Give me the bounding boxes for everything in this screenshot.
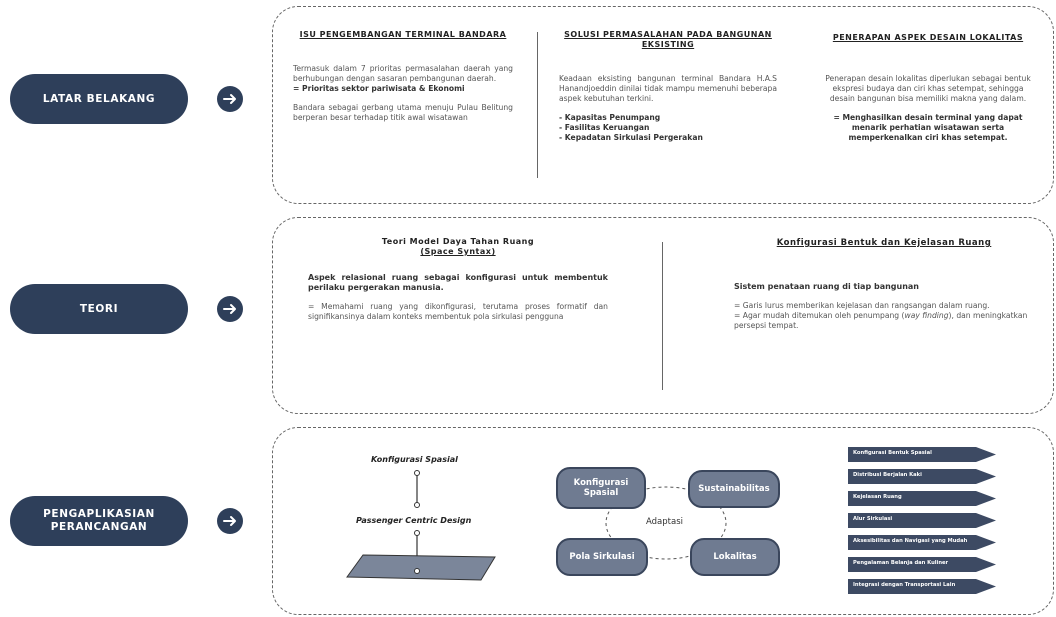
divider — [662, 242, 663, 390]
arrow-item: Aksesibilitas dan Navigasi yang Mudah — [848, 535, 998, 550]
space-syntax-subtitle: (Space Syntax) — [420, 247, 496, 256]
space-syntax-text: = Memahami ruang yang dikonfigurasi, ter… — [308, 302, 608, 321]
konfigurasi-text-2: = Agar mudah ditemukan oleh penumpang (w… — [734, 311, 1028, 330]
solusi-column: SOLUSI PERMASALAHAN PADA BANGUNAN EKSIST… — [559, 30, 777, 143]
solusi-text: Keadaan eksisting bangunan terminal Band… — [559, 74, 777, 103]
row-label-teori: TEORI — [10, 284, 188, 334]
lokalitas-column: PENERAPAN ASPEK DESAIN LOKALITAS Penerap… — [822, 33, 1034, 143]
isu-title: ISU PENGEMBANGAN TERMINAL BANDARA — [299, 30, 507, 39]
arrow-item: Pengalaman Belanja dan Kuliner — [848, 557, 998, 572]
isu-text-2: Bandara sebagai gerbang utama menuju Pul… — [293, 103, 513, 122]
solusi-title: SOLUSI PERMASALAHAN PADA BANGUNAN EKSIST… — [564, 30, 772, 49]
solusi-item: - Kepadatan Sirkulasi Pergerakan — [559, 133, 703, 142]
cycle-node-lokalitas: Lokalitas — [690, 538, 780, 576]
arrow-item-label: Integrasi dengan Transportasi Lain — [853, 582, 956, 588]
teori-panel — [272, 217, 1054, 414]
isu-text: Termasuk dalam 7 prioritas permasalahan … — [293, 64, 513, 83]
cycle-node-konfigurasi: Konfigurasi Spasial — [556, 467, 646, 509]
arrow-right-circle-icon — [217, 296, 243, 322]
arrow-right-circle-icon — [217, 86, 243, 112]
arrow-item: Integrasi dengan Transportasi Lain — [848, 579, 998, 594]
solusi-item: - Fasilitas Keruangan — [559, 123, 650, 132]
adaptasi-label: Adaptasi — [646, 517, 683, 527]
pengaplikasian-panel — [272, 427, 1054, 615]
space-syntax-bold: Aspek relasional ruang sebagai konfigura… — [308, 273, 608, 292]
isu-bold: = Prioritas sektor pariwisata & Ekonomi — [293, 84, 465, 93]
space-syntax-column: Teori Model Daya Tahan Ruang (Space Synt… — [308, 237, 608, 322]
lokalitas-text: Penerapan desain lokalitas diperlukan se… — [825, 74, 1031, 103]
arrow-item-label: Alur Sirkulasi — [853, 516, 893, 522]
isu-column: ISU PENGEMBANGAN TERMINAL BANDARA Termas… — [293, 30, 513, 123]
latar-belakang-panel — [272, 6, 1054, 204]
arrow-item: Konfigurasi Bentuk Spasial — [848, 447, 998, 462]
solusi-item: - Kapasitas Penumpang — [559, 113, 661, 122]
cycle-node-pola-sirkulasi: Pola Sirkulasi — [556, 538, 648, 576]
arrow-item: Distribusi Berjalan Kaki — [848, 469, 998, 484]
stack-label-mid: Passenger Centric Design — [356, 516, 472, 525]
arrow-item: Kejelasan Ruang — [848, 491, 998, 506]
divider — [537, 32, 538, 178]
stack-diagram — [346, 470, 496, 581]
arrow-item: Alur Sirkulasi — [848, 513, 998, 528]
konfigurasi-bold: Sistem penataan ruang di tiap bangunan — [734, 282, 919, 291]
konfigurasi-title: Konfigurasi Bentuk dan Kejelasan Ruang — [776, 238, 992, 248]
konfigurasi-column: Konfigurasi Bentuk dan Kejelasan Ruang S… — [734, 238, 1034, 331]
row-label-pengaplikasian: PENGAPLIKASIAN PERANCANGAN — [10, 496, 188, 546]
row-label-latar-belakang: LATAR BELAKANG — [10, 74, 188, 124]
lokalitas-bold: = Menghasilkan desain terminal yang dapa… — [833, 113, 1023, 142]
arrow-item-label: Distribusi Berjalan Kaki — [853, 472, 922, 478]
arrow-item-label: Kejelasan Ruang — [853, 494, 902, 500]
cycle-node-sustainabilitas: Sustainabilitas — [688, 470, 780, 508]
lokalitas-title: PENERAPAN ASPEK DESAIN LOKALITAS — [832, 33, 1024, 42]
stack-label-top: Konfigurasi Spasial — [371, 455, 458, 464]
arrow-right-circle-icon — [217, 508, 243, 534]
arrow-item-label: Pengalaman Belanja dan Kuliner — [853, 560, 949, 566]
konfigurasi-text: = Garis lurus memberikan kejelasan dan r… — [734, 301, 990, 310]
arrow-item-label: Aksesibilitas dan Navigasi yang Mudah — [853, 538, 968, 544]
arrow-item-label: Konfigurasi Bentuk Spasial — [853, 450, 932, 456]
space-syntax-title: Teori Model Daya Tahan Ruang — [381, 237, 535, 246]
adaptasi-ring — [605, 486, 727, 560]
